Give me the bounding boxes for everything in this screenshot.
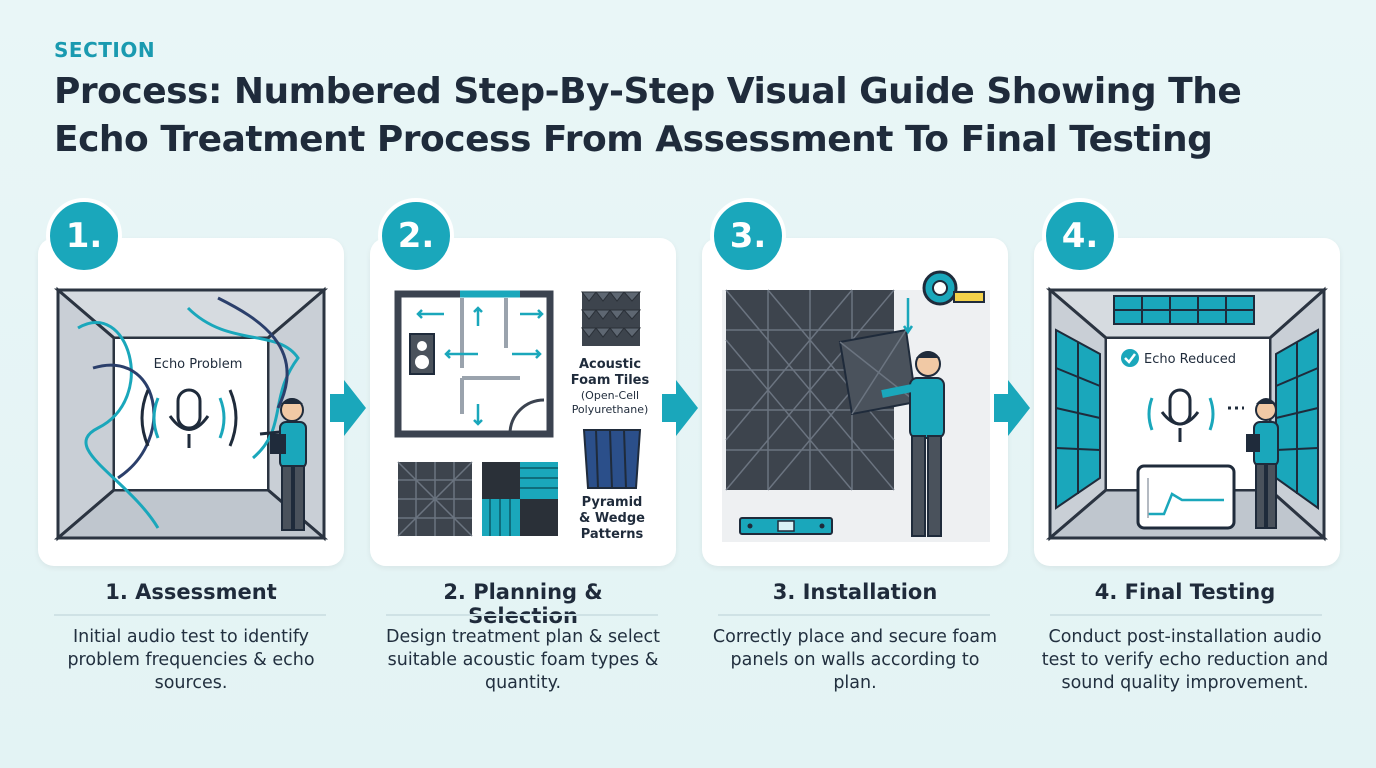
echo-reduced-label: Echo Reduced bbox=[1144, 352, 1236, 367]
tiles-label-3: (Open-Cell bbox=[581, 389, 639, 402]
foam-tile-swatch bbox=[580, 291, 642, 346]
person-figure bbox=[1246, 398, 1279, 529]
step-4-badge: 4. bbox=[1042, 198, 1118, 274]
pyramid-swatch bbox=[397, 461, 473, 537]
left-wall-foam bbox=[1055, 328, 1101, 510]
final-testing-illustration: Echo Reduced bbox=[1045, 286, 1328, 542]
ceiling-foam bbox=[1113, 295, 1255, 325]
section-label: SECTION bbox=[54, 38, 156, 62]
tiles-label-4: Polyurethane) bbox=[572, 403, 649, 416]
tiles-label-1: Acoustic bbox=[579, 357, 641, 372]
step-2-title: 2. Planning & Selection bbox=[443, 580, 603, 628]
step-2-divider bbox=[386, 614, 658, 616]
arrow-right-icon bbox=[330, 380, 366, 436]
tablet-icon bbox=[1136, 464, 1236, 530]
step-2-card: Acoustic Foam Tiles (Open-Cell Polyureth… bbox=[370, 238, 676, 566]
step-2-description: Design treatment plan & select suitable … bbox=[386, 627, 660, 693]
step-3-description: Correctly place and secure foam panels o… bbox=[712, 627, 998, 693]
step-3-card bbox=[702, 238, 1008, 566]
step-1-title: 1. Assessment bbox=[105, 580, 277, 604]
microphone-icon bbox=[1147, 388, 1244, 442]
step-1-description: Initial audio test to identify problem f… bbox=[67, 627, 315, 693]
installation-illustration bbox=[722, 270, 990, 542]
patterns-label-1: Pyramid bbox=[582, 495, 643, 510]
microphone-icon bbox=[140, 388, 238, 448]
step-4-divider bbox=[1050, 614, 1322, 616]
step-3-title: 3. Installation bbox=[772, 580, 938, 604]
patterns-label-2: & Wedge bbox=[579, 511, 645, 526]
planning-illustration: Acoustic Foam Tiles (Open-Cell Polyureth… bbox=[394, 290, 650, 542]
wedge-swatch bbox=[582, 429, 642, 489]
page-title: Process: Numbered Step-By-Step Visual Gu… bbox=[54, 71, 1242, 160]
person-figure bbox=[259, 398, 307, 531]
step-4-title: 4. Final Testing bbox=[1094, 580, 1276, 604]
step-3-badge: 3. bbox=[710, 198, 786, 274]
echo-problem-label: Echo Problem bbox=[154, 357, 243, 372]
patterns-label-3: Patterns bbox=[581, 527, 644, 542]
step-3-divider bbox=[718, 614, 990, 616]
step-1-badge: 1. bbox=[46, 198, 122, 274]
mixed-swatch bbox=[482, 462, 558, 536]
step-4-card: Echo Reduced bbox=[1034, 238, 1340, 566]
step-1-divider bbox=[54, 614, 326, 616]
person-figure bbox=[881, 351, 945, 537]
tape-measure-icon bbox=[902, 270, 985, 335]
clipboard-icon bbox=[270, 434, 286, 454]
step-4-description: Conduct post-installation audio test to … bbox=[1041, 627, 1329, 693]
assessment-illustration: Echo Problem bbox=[53, 286, 329, 542]
step-2-badge: 2. bbox=[378, 198, 454, 274]
arrow-right-icon bbox=[994, 380, 1030, 436]
level-icon bbox=[739, 517, 833, 535]
checkmark-icon bbox=[1121, 349, 1139, 367]
arrow-right-icon bbox=[662, 380, 698, 436]
tiles-label-2: Foam Tiles bbox=[571, 373, 650, 388]
clipboard-icon bbox=[1246, 434, 1260, 452]
right-wall-foam bbox=[1275, 328, 1319, 510]
step-1-card: Echo Problem bbox=[38, 238, 344, 566]
